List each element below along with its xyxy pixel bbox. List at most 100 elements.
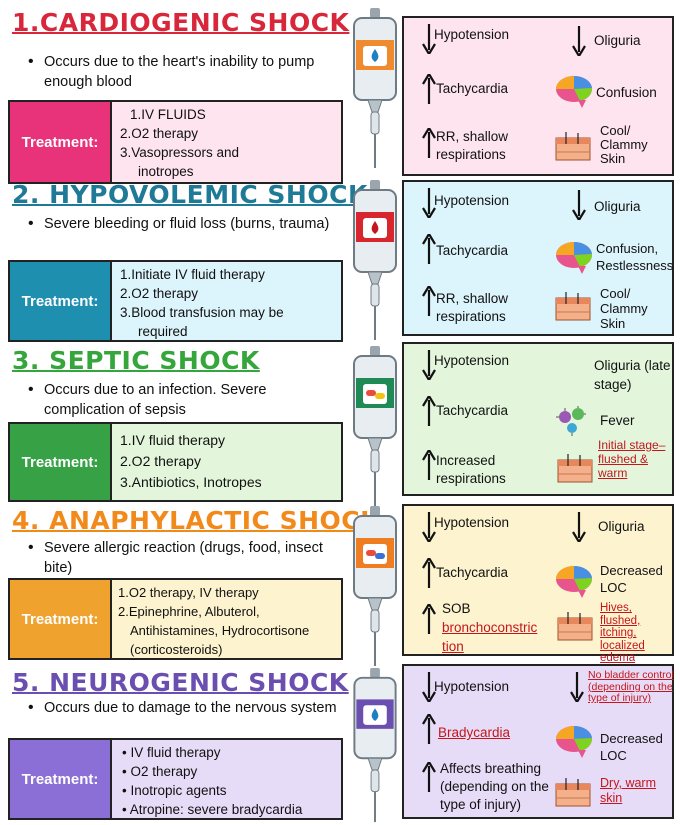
section-septic: 3. SEPTIC SHOCK Occurs due to an infecti… [0, 342, 680, 506]
treatment-list: 1.IV fluid therapy 2.O2 therapy 3.Antibi… [112, 424, 341, 500]
arrow-up-icon [422, 558, 436, 588]
iv-bag-icon [353, 346, 397, 506]
symptom-hypotension: Hypotension [434, 27, 510, 42]
skin-icon [557, 611, 593, 641]
skin-icon [555, 291, 591, 321]
treatment-item: inotropes [138, 164, 194, 179]
symptom-resp-1: Affects breathing [440, 761, 542, 776]
brain-icon [556, 241, 593, 274]
symptom-tachycardia: Bradycardia [438, 725, 511, 740]
treatment-box: Treatment: • IV fluid therapy • O2 thera… [8, 738, 343, 820]
treatment-item: required [138, 324, 188, 339]
symptom-resp-1: Increased [436, 453, 496, 468]
iv-bag-icon [353, 506, 397, 666]
brain-icon [556, 725, 593, 758]
arrow-up-icon [422, 714, 436, 744]
bullet-icon: • [122, 745, 131, 760]
arrow-up-icon [422, 396, 436, 426]
symptom-skin: Hives, flushed, itching, localized edema [600, 602, 645, 664]
treatment-item: Antihistamines, Hydrocortisone [130, 623, 310, 638]
arrow-up-icon [422, 234, 436, 264]
symptom-resp-1: RR, shallow [436, 129, 509, 144]
cause-text: Severe allergic reaction (drugs, food, i… [28, 538, 344, 578]
symptom-hypotension: Hypotension [434, 679, 510, 694]
germ-icon [556, 406, 587, 437]
treatment-label: Treatment: [10, 740, 112, 818]
treatment-item: • IV fluid therapy [122, 743, 337, 762]
section-title: 4. ANAPHYLACTIC SHOCK [12, 506, 380, 535]
symptom-oliguria: Oliguria (late stage) [594, 358, 671, 392]
symptoms-box: Hypotension No bladder control (dependin… [402, 664, 674, 819]
treatment-item: 2.O2 therapy [120, 126, 199, 141]
iv-bag-icon [353, 8, 397, 168]
treatment-box: Treatment: 1.IV FLUIDS 2.O2 therapy 3.Va… [8, 100, 343, 184]
symptom-resp-2: respirations [436, 147, 506, 162]
symptom-oliguria: No bladder control (depending on the typ… [588, 669, 674, 704]
treatment-box: Treatment: 1.Initiate IV fluid therapy 2… [8, 260, 343, 342]
cause-text: Occurs due to damage to the nervous syst… [28, 698, 344, 718]
symptoms-box: Hypotension Oliguria Tachycardia Confusi… [402, 16, 674, 176]
bullet-icon: • [122, 783, 131, 798]
section-cardiogenic: 1.CARDIOGENIC SHOCK Occurs due to the he… [0, 8, 680, 184]
bullet-icon: • [122, 802, 130, 817]
treatment-item: 1.Initiate IV fluid therapy [120, 267, 265, 282]
arrow-down-icon [572, 190, 586, 220]
treatment-box: Treatment: 1.O2 therapy, IV therapy 2.Ep… [8, 578, 343, 660]
symptom-resp-2: respirations [436, 309, 506, 324]
treatment-list: 1.IV FLUIDS 2.O2 therapy 3.Vasopressors … [112, 102, 341, 182]
treatment-list: • IV fluid therapy • O2 therapy • Inotro… [112, 740, 341, 818]
treatment-item: 3.Blood transfusion may be [120, 305, 284, 320]
arrow-down-icon [572, 512, 586, 542]
skin-icon [557, 453, 593, 483]
section-title: 1.CARDIOGENIC SHOCK [12, 8, 350, 37]
treatment-label: Treatment: [10, 262, 112, 340]
symptom-brain: Confusion, Restlessness [596, 241, 674, 273]
arrow-up-icon [422, 286, 436, 316]
symptom-resp-2: bronchoconstric tion [442, 620, 538, 654]
treatment-item: • Atropine: severe bradycardia [122, 800, 337, 819]
treatment-text: Atropine: severe bradycardia [129, 802, 303, 817]
symptom-oliguria: Oliguria [598, 519, 645, 534]
symptom-tachycardia: Tachycardia [436, 243, 509, 258]
treatment-item: 3.Antibiotics, Inotropes [120, 474, 262, 490]
symptom-brain: Confusion [596, 85, 657, 100]
symptom-hypotension: Hypotension [434, 515, 510, 530]
symptom-brain: Decreased LOC [600, 563, 663, 595]
symptom-tachycardia: Tachycardia [436, 565, 509, 580]
cause-text: Occurs due to the heart's inability to p… [28, 52, 344, 92]
iv-bag-icon [353, 180, 397, 340]
iv-bag-icon [353, 668, 397, 823]
treatment-item: 2.O2 therapy [120, 286, 199, 301]
symptom-hypotension: Hypotension [434, 193, 510, 208]
symptom-resp-2: (depending on the type of injury) [440, 779, 549, 812]
symptom-oliguria: Oliguria [594, 33, 641, 48]
treatment-label: Treatment: [10, 580, 112, 658]
symptom-resp-2: respirations [436, 471, 506, 486]
section-anaphylactic: 4. ANAPHYLACTIC SHOCK Severe allergic re… [0, 504, 680, 666]
bullet-icon: • [122, 764, 131, 779]
symptom-skin: Dry, warm skin [600, 776, 657, 805]
symptom-resp-1: RR, shallow [436, 291, 509, 306]
treatment-item: 3.Vasopressors and [120, 145, 240, 160]
arrow-down-icon [572, 26, 586, 56]
section-title: 3. SEPTIC SHOCK [12, 346, 260, 375]
treatment-text: Inotropic agents [130, 783, 227, 798]
arrow-up-icon [422, 604, 436, 634]
symptoms-box: Hypotension Oliguria Tachycardia Decreas… [402, 504, 674, 664]
treatment-text: IV fluid therapy [130, 745, 221, 760]
symptom-skin: Cool/ Clammy Skin [600, 286, 648, 331]
treatment-box: Treatment: 1.IV fluid therapy 2.O2 thera… [8, 422, 343, 502]
treatment-item: • O2 therapy [122, 762, 337, 781]
treatment-item: 1.O2 therapy, IV therapy [118, 585, 259, 600]
section-hypovolemic: 2. HYPOVOLEMIC SHOCK Severe bleeding or … [0, 180, 680, 342]
skin-icon [555, 777, 591, 807]
cause-text: Severe bleeding or fluid loss (burns, tr… [28, 214, 344, 234]
symptom-tachycardia: Tachycardia [436, 81, 509, 96]
section-title: 2. HYPOVOLEMIC SHOCK [12, 180, 368, 209]
treatment-text: O2 therapy [130, 764, 198, 779]
arrow-down-icon [570, 672, 584, 702]
brain-icon [556, 565, 593, 598]
symptoms-box: Hypotension Oliguria (late stage) Tachyc… [402, 342, 674, 496]
treatment-list: 1.Initiate IV fluid therapy 2.O2 therapy… [112, 262, 341, 340]
arrow-up-icon [422, 762, 436, 792]
